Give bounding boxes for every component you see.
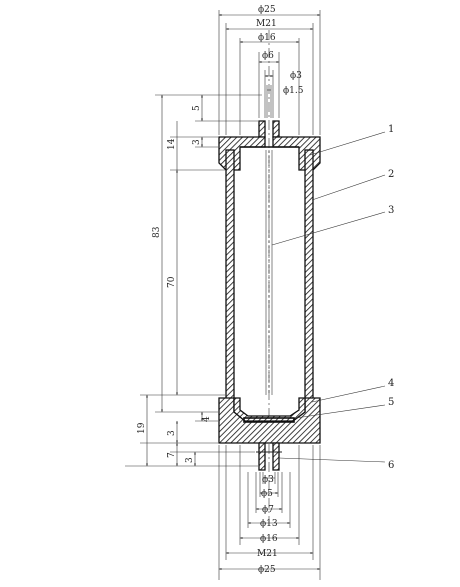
bottom-cap <box>218 397 321 471</box>
dim-3-mid: 3 <box>167 430 177 436</box>
dim-83: 83 <box>152 226 162 238</box>
dim-phi6-top: ϕ6 <box>262 51 274 61</box>
dim-70: 70 <box>167 276 177 288</box>
dim-7: 7 <box>167 452 177 458</box>
bottom-dimension-lines <box>218 477 321 570</box>
dim-phi16-bottom: ϕ16 <box>260 534 278 544</box>
dim-m21-top: M21 <box>256 19 277 29</box>
dim-19: 19 <box>137 422 147 434</box>
top-dimension-lines <box>218 14 321 91</box>
dim-5: 5 <box>192 105 202 111</box>
callout-1: 1 <box>388 124 394 135</box>
dim-phi3-bottom: ϕ3 <box>262 475 274 485</box>
callout-4: 4 <box>388 378 394 389</box>
callout-3: 3 <box>388 205 394 216</box>
center-rod <box>265 150 273 395</box>
tube-wall <box>225 149 314 401</box>
dim-phi1-5-top: ϕ1.5 <box>283 86 304 96</box>
dim-3-bottom: 3 <box>185 457 195 463</box>
dim-14: 14 <box>167 138 177 150</box>
dim-phi5-bottom: ϕ5 <box>261 489 273 499</box>
callout-6: 6 <box>388 460 394 471</box>
callout-5: 5 <box>388 397 394 408</box>
dim-phi25-top: ϕ25 <box>258 5 276 15</box>
callout-leaders <box>271 131 386 463</box>
dim-phi13-bottom: ϕ13 <box>260 519 278 529</box>
callout-2: 2 <box>388 169 394 180</box>
dim-phi7-bottom: ϕ7 <box>262 505 274 515</box>
dim-3-top: 3 <box>192 139 202 145</box>
dim-4: 4 <box>202 416 212 422</box>
dim-phi25-bottom: ϕ25 <box>258 565 276 575</box>
dim-phi16-top: ϕ16 <box>258 33 276 43</box>
dim-phi3-top: ϕ3 <box>290 71 302 81</box>
vertical-dimension-lines <box>125 94 262 467</box>
dim-m21-bottom: M21 <box>257 549 278 559</box>
